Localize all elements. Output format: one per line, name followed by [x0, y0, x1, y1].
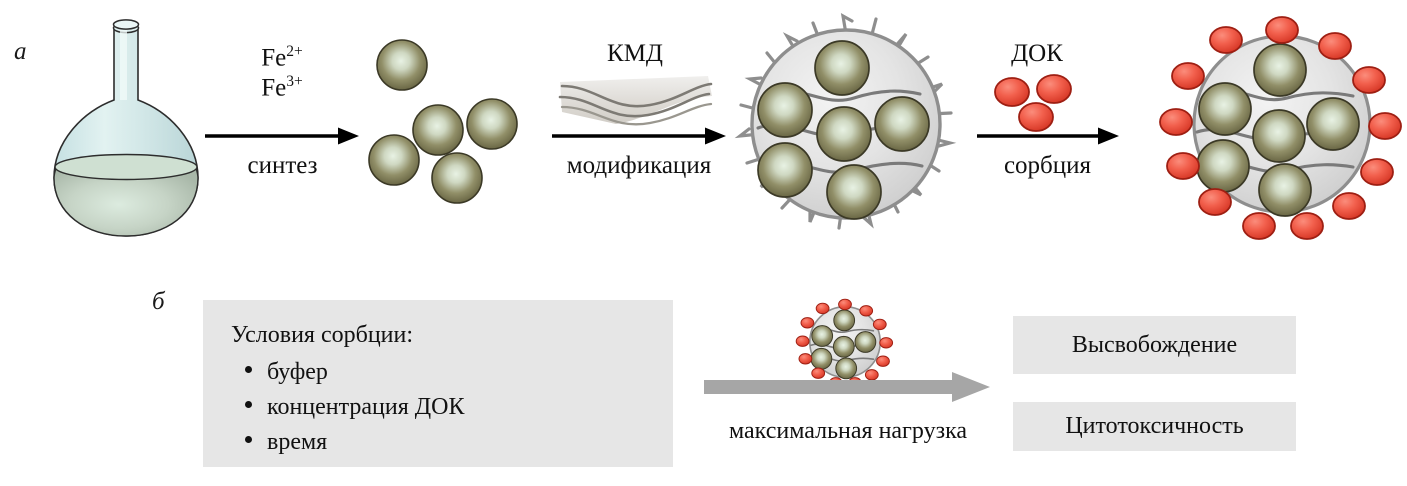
result-box-cytotoxicity: Цитотоксичность — [1013, 402, 1296, 451]
reagent-fe2-charge: 2+ — [286, 43, 303, 60]
panel-a-letter: а — [14, 38, 27, 65]
result-label: Высвобождение — [1071, 331, 1238, 358]
flow-label-max-loading: максимальная нагрузка — [728, 418, 968, 444]
result-label: Цитотоксичность — [1065, 413, 1244, 439]
arrow-synthesis-icon — [205, 127, 359, 145]
arrow-modification-icon — [552, 127, 726, 145]
polymer-coated-nanoparticle — [734, 12, 957, 230]
process-label-synthesis: синтез — [247, 152, 318, 179]
bullet-icon — [245, 366, 252, 373]
result-box-release: Высвобождение — [1013, 316, 1296, 374]
polymer-sheet-icon — [558, 76, 713, 126]
bullet-icon — [245, 401, 252, 408]
process-label-modification: модификация — [566, 152, 712, 179]
reagent-label-dox: ДОК — [1011, 40, 1063, 67]
doxorubicin-molecules-icon — [994, 74, 1072, 132]
condition-item: буфер — [245, 359, 673, 386]
loaded-nanoparticle-small-icon — [795, 298, 894, 389]
reagent-label-iron: Fe2+ Fe3+ — [212, 43, 352, 103]
reagent-fe2-text: Fe — [261, 44, 287, 72]
panel-b-letter: б — [152, 288, 165, 315]
condition-label: концентрация ДОК — [267, 394, 465, 420]
conditions-title: Условия сорбции: — [231, 322, 414, 348]
bare-nanoparticle-cluster — [368, 39, 518, 204]
condition-label: время — [267, 429, 328, 455]
reagent-fe3-charge: 3+ — [286, 72, 303, 90]
bullet-icon — [245, 436, 252, 443]
reagent-fe3-text: Fe — [261, 74, 287, 102]
condition-item: время — [245, 429, 673, 456]
arrow-max-loading-icon — [704, 372, 990, 402]
reagent-label-cmd: КМД — [607, 40, 663, 67]
condition-item: концентрация ДОК — [245, 394, 673, 421]
drug-loaded-nanoparticle — [1159, 16, 1402, 240]
arrow-sorption-icon — [977, 127, 1119, 145]
process-label-sorption: сорбция — [1003, 152, 1092, 179]
round-bottom-flask-icon — [53, 19, 199, 237]
sorption-conditions-box: Условия сорбции: буфер концентрация ДОК … — [203, 300, 673, 467]
condition-label: буфер — [267, 359, 328, 385]
